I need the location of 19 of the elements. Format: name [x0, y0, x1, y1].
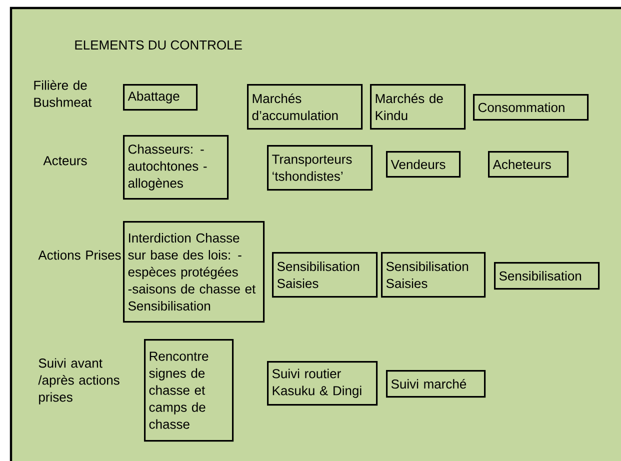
- text-box: Acheteurs: [488, 151, 569, 178]
- row-label: Filière de Bushmeat: [34, 80, 92, 107]
- text-box: Sensibilisation Saisies: [272, 252, 378, 298]
- text-box: Consommation: [473, 94, 589, 121]
- row-label: Suivi avant /après actions prises: [38, 358, 120, 404]
- title: ELEMENTS DU CONTROLE: [75, 40, 242, 50]
- text-box: Marchés de Kindu: [370, 84, 466, 130]
- text-box: Interdiction Chasse sur base des lois: -espèces protégées -saisons de chasse et Sensibilisation: [123, 221, 265, 323]
- text-box: Suivi marché: [386, 370, 486, 398]
- text-box: Vendeurs: [386, 151, 461, 178]
- text-box: Marchés d’accumulation: [247, 84, 363, 130]
- row-label: Acteurs: [43, 156, 87, 166]
- text-box: Suivi routier Kasuku & Dingi: [267, 361, 378, 406]
- text-box: Chasseurs: - autochtones - allogènes: [123, 135, 229, 200]
- text-box: Sensibilisation Saisies: [381, 252, 486, 298]
- text-box: Transporteurs ‘tshondistes’: [267, 145, 373, 191]
- text-box: Rencontre signes de chasse et camps de chasse: [144, 339, 234, 442]
- text-box: Sensibilisation: [494, 262, 600, 290]
- text-box: Abattage: [123, 84, 198, 111]
